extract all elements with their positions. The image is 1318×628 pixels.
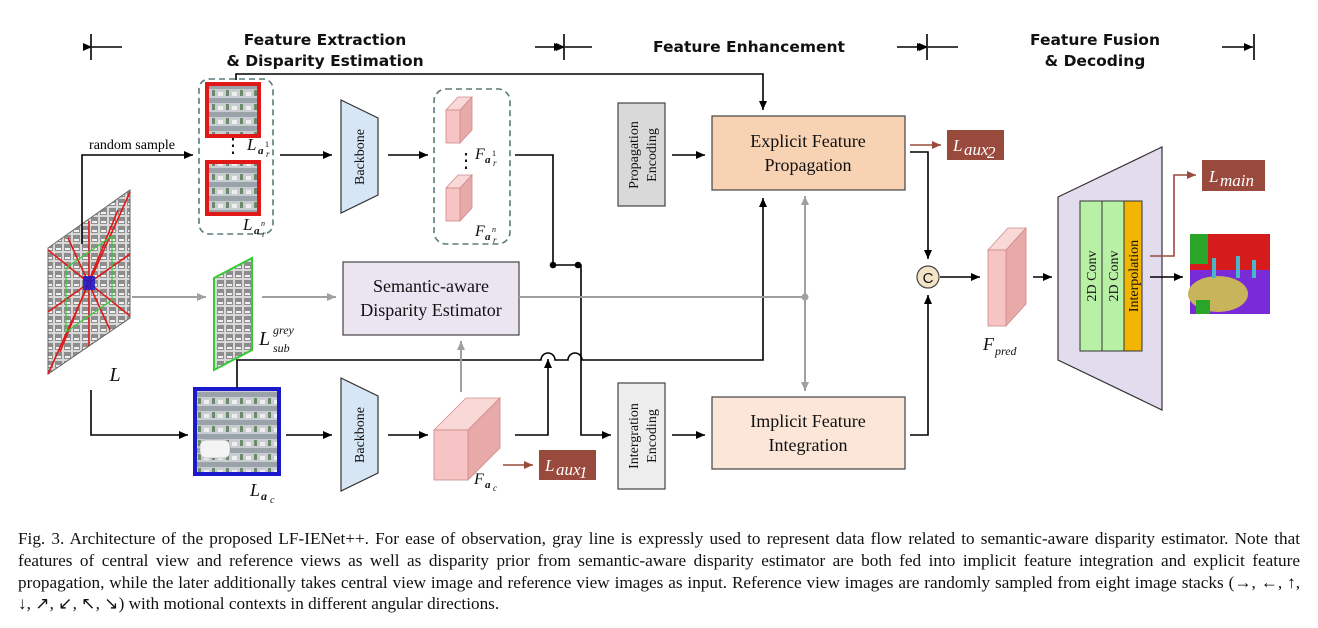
- central-view: L a c: [193, 387, 281, 506]
- svg-text:L: L: [249, 480, 260, 500]
- svg-text:1: 1: [492, 149, 496, 158]
- svg-text:L: L: [1208, 167, 1218, 186]
- svg-text:C: C: [923, 270, 934, 287]
- integration-encoding: Intergration Encoding: [617, 382, 666, 490]
- svg-text:Backbone: Backbone: [353, 129, 368, 185]
- conv-label-2: 2D Conv: [1107, 251, 1122, 302]
- segmentation-output: [1188, 234, 1270, 314]
- svg-text:⋮: ⋮: [456, 150, 476, 172]
- section-enhancement-title: Feature Enhancement: [653, 38, 845, 56]
- figure-caption: Fig. 3. Architecture of the proposed LF-…: [18, 529, 1300, 614]
- svg-text:F: F: [982, 334, 995, 354]
- svg-text:pred: pred: [994, 344, 1018, 358]
- svg-text:a: a: [261, 489, 267, 503]
- svg-text:F: F: [474, 146, 485, 163]
- svg-text:Propagation: Propagation: [627, 121, 642, 189]
- svg-text:aux: aux: [964, 140, 989, 159]
- svg-text:a: a: [254, 225, 260, 237]
- svg-text:a: a: [485, 479, 491, 491]
- svg-text:sub: sub: [273, 341, 290, 355]
- loss-aux2: L aux 2: [947, 130, 1004, 162]
- ref-feature-label-n: F a r n: [474, 223, 497, 245]
- svg-text:n: n: [261, 219, 265, 228]
- section-fusion-title-2: & Decoding: [1045, 52, 1146, 70]
- svg-text:Backbone: Backbone: [353, 407, 368, 463]
- svg-text:a: a: [485, 231, 491, 243]
- implicit-feature-integration: Implicit Feature Integration: [711, 396, 906, 470]
- gray-flow-lines: [132, 196, 809, 392]
- backbone-top: Backbone: [340, 99, 379, 214]
- architecture-figure: Feature Extraction & Disparity Estimatio…: [47, 31, 1270, 506]
- interp-label: Interpolation: [1127, 240, 1142, 312]
- section-headers: Feature Extraction & Disparity Estimatio…: [226, 31, 1160, 70]
- svg-text:Encoding: Encoding: [645, 128, 660, 182]
- svg-text:1: 1: [265, 140, 269, 149]
- reference-views-group: ⋮ L a r 1 L a r n: [198, 78, 274, 239]
- svg-text:a: a: [485, 154, 491, 166]
- backbone-bottom: Backbone: [340, 377, 379, 492]
- svg-text:L: L: [544, 456, 554, 475]
- ref-view-label-n: L a r n: [242, 215, 266, 239]
- semantic-disparity-estimator: Semantic-aware Disparity Estimator: [342, 261, 520, 336]
- light-field-label: L: [108, 364, 120, 386]
- svg-text:aux: aux: [556, 460, 581, 479]
- section-extraction-title-1: Feature Extraction: [244, 31, 407, 49]
- svg-text:L: L: [952, 136, 962, 155]
- svg-text:r: r: [493, 158, 497, 168]
- loss-arrows: [503, 141, 1196, 469]
- section-span-markers: [83, 34, 1255, 60]
- black-flow-lines: [90, 73, 1183, 439]
- random-sample-label: random sample: [89, 138, 175, 153]
- svg-text:F: F: [473, 471, 484, 488]
- svg-text:Semantic-aware: Semantic-aware: [373, 276, 489, 296]
- section-extraction-title-2: & Disparity Estimation: [226, 52, 423, 70]
- svg-text:F: F: [474, 223, 485, 240]
- svg-text:r: r: [266, 149, 270, 159]
- ref-view-label-1: L a r 1: [246, 135, 270, 159]
- loss-main: L main: [1202, 160, 1265, 191]
- loss-aux1: L aux 1: [539, 450, 596, 482]
- ref-feature-label-1: F a r 1: [474, 146, 497, 168]
- svg-text:2: 2: [987, 143, 996, 162]
- grey-sub-aperture: L grey sub: [213, 256, 295, 372]
- propagation-encoding: Propagation Encoding: [617, 102, 666, 207]
- svg-text:r: r: [262, 229, 266, 239]
- explicit-feature-propagation: Explicit Feature Propagation: [711, 115, 906, 191]
- svg-text:L: L: [242, 215, 252, 234]
- conv-label-1: 2D Conv: [1085, 251, 1100, 302]
- svg-text:c: c: [270, 495, 275, 506]
- random-sample-arrow: [81, 151, 193, 244]
- svg-text:Integration: Integration: [769, 435, 848, 455]
- svg-text:grey: grey: [273, 323, 295, 337]
- reference-features-group: ⋮ F a r 1 F a r n: [433, 88, 511, 245]
- central-feature: F a c: [433, 397, 501, 493]
- svg-text:n: n: [492, 225, 496, 234]
- svg-text:⋮: ⋮: [223, 135, 243, 157]
- concat-node: C: [916, 265, 940, 289]
- light-field-input: L: [47, 189, 131, 386]
- svg-text:Intergration: Intergration: [627, 403, 642, 469]
- svg-text:L: L: [246, 135, 256, 154]
- svg-text:Propagation: Propagation: [765, 155, 852, 175]
- svg-text:c: c: [493, 483, 497, 493]
- fusion-decoder: 2D Conv 2D Conv Interpolation: [1057, 146, 1163, 411]
- svg-text:Encoding: Encoding: [645, 409, 660, 463]
- svg-text:main: main: [1220, 171, 1254, 190]
- svg-text:Disparity Estimator: Disparity Estimator: [360, 300, 501, 320]
- svg-text:r: r: [493, 235, 497, 245]
- fused-feature-pred: F pred: [982, 226, 1027, 358]
- svg-text:a: a: [258, 145, 264, 157]
- svg-text:1: 1: [579, 463, 588, 482]
- section-fusion-title-1: Feature Fusion: [1030, 31, 1160, 49]
- svg-text:Implicit Feature: Implicit Feature: [750, 411, 865, 431]
- svg-text:L: L: [258, 328, 270, 350]
- svg-text:Explicit Feature: Explicit Feature: [750, 131, 865, 151]
